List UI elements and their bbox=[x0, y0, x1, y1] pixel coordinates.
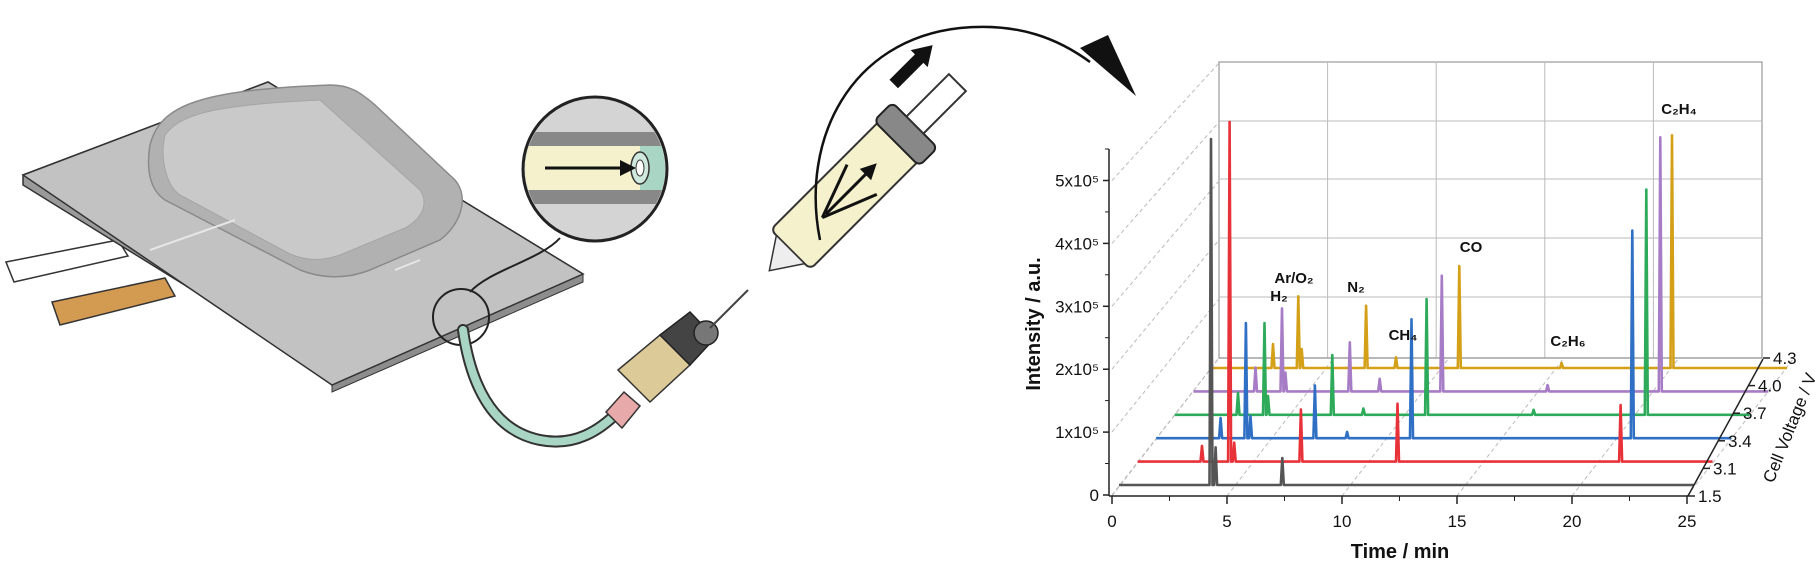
peak-label: CO bbox=[1460, 239, 1483, 256]
x-tick-label: 15 bbox=[1448, 512, 1467, 531]
curved-arrow-icon bbox=[814, 25, 1136, 241]
fitting-icon bbox=[604, 289, 749, 430]
z-tick-label: 3.1 bbox=[1713, 459, 1737, 478]
y-tick-label: 2x10⁵ bbox=[1055, 360, 1099, 379]
side-gridline bbox=[1111, 298, 1220, 433]
chart-grid bbox=[1111, 61, 1795, 497]
chart-series bbox=[1119, 120, 1787, 487]
floor-gridline bbox=[1226, 357, 1335, 497]
chromatogram-chart: 0 5 10 15 20 25 0 1x10⁵ 2x10⁵ 3x10⁵ 4x10⁵ 5x10⁵ 1.5 3… bbox=[1023, 61, 1820, 563]
y-tick-label: 0 bbox=[1090, 486, 1099, 505]
chart-axes bbox=[1103, 148, 1770, 504]
x-tick-label: 20 bbox=[1563, 512, 1582, 531]
copper-tab bbox=[51, 277, 177, 326]
z-tick-label: 3.4 bbox=[1728, 432, 1752, 451]
series-trace-3.1 bbox=[1137, 120, 1713, 463]
series-trace-3.7 bbox=[1174, 188, 1750, 417]
series-trace-1.5 bbox=[1119, 137, 1694, 487]
floor-gridline bbox=[1571, 357, 1680, 497]
magnifier-inset-icon bbox=[521, 95, 669, 243]
y-tick-label: 4x10⁵ bbox=[1055, 234, 1099, 253]
floor-gridline bbox=[1456, 357, 1565, 497]
y-tick-label: 1x10⁵ bbox=[1055, 423, 1099, 442]
floor-gridline bbox=[1111, 357, 1220, 497]
tube-icon bbox=[457, 324, 624, 448]
y-tick-label: 3x10⁵ bbox=[1055, 297, 1099, 316]
x-tick-label: 0 bbox=[1107, 512, 1116, 531]
y-axis-title: Intensity / a.u. bbox=[1023, 257, 1045, 390]
side-gridline bbox=[1111, 121, 1220, 244]
peak-label: Ar/O₂ bbox=[1274, 270, 1313, 287]
y-tick-label: 5x10⁵ bbox=[1055, 172, 1099, 191]
peak-label: H₂ bbox=[1270, 288, 1288, 305]
floor-gridline bbox=[1686, 357, 1795, 497]
white-tab bbox=[4, 239, 130, 283]
x-tick-label: 5 bbox=[1222, 512, 1231, 531]
floor-gridline bbox=[1341, 357, 1450, 497]
peak-label: CH₄ bbox=[1389, 327, 1418, 344]
chart-labels: 0 5 10 15 20 25 0 1x10⁵ 2x10⁵ 3x10⁵ 4x10⁵ 5x10⁵ 1.5 3… bbox=[1055, 101, 1797, 531]
x-tick-label: 25 bbox=[1678, 512, 1697, 531]
series-trace-4.0 bbox=[1193, 136, 1769, 393]
x-axis-title: Time / min bbox=[1351, 541, 1450, 563]
z-tick-label: 4.0 bbox=[1758, 377, 1782, 396]
peak-label: C₂H₆ bbox=[1550, 333, 1585, 350]
series-trace-4.3 bbox=[1212, 134, 1787, 370]
syringe-icon bbox=[768, 45, 968, 272]
z-tick-label: 3.7 bbox=[1743, 404, 1767, 423]
pouch-cell-illustration bbox=[4, 25, 1136, 448]
x-tick-label: 10 bbox=[1333, 512, 1352, 531]
z-tick-label: 1.5 bbox=[1698, 487, 1722, 506]
peak-label: N₂ bbox=[1347, 279, 1365, 296]
peak-label: C₂H₄ bbox=[1661, 101, 1696, 118]
leader-line bbox=[469, 237, 561, 293]
side-gridline bbox=[1111, 239, 1220, 370]
side-gridline bbox=[1111, 62, 1220, 181]
z-tick-label: 4.3 bbox=[1773, 349, 1797, 368]
side-gridline bbox=[1111, 180, 1220, 307]
pouch-cell-icon bbox=[21, 81, 585, 393]
z-axis-line bbox=[1687, 358, 1764, 497]
